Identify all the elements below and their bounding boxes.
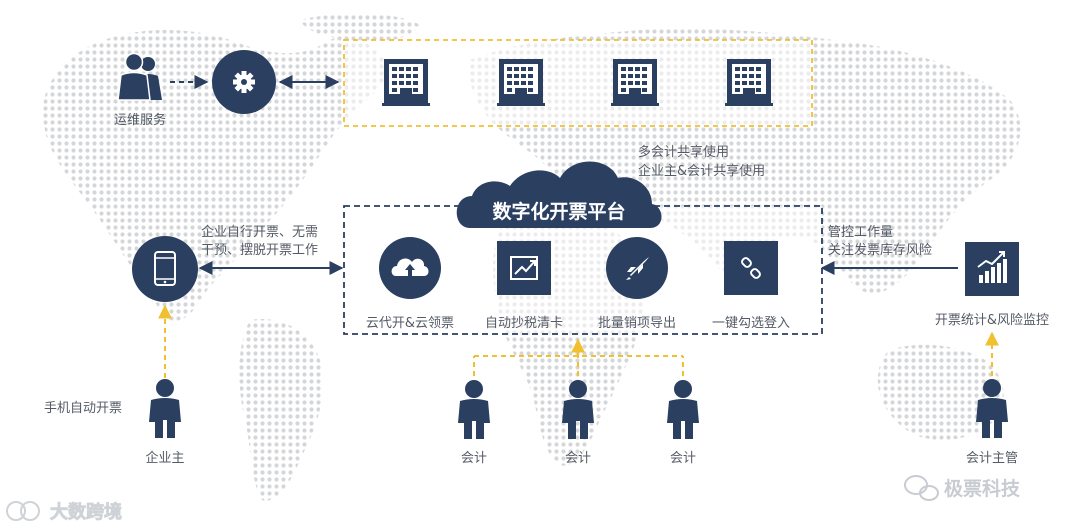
cloud-upload-icon <box>379 237 441 299</box>
right-note-line1: 管控工作量 <box>828 225 893 240</box>
rocket-icon <box>606 237 668 299</box>
left-note-line2: 干预、摆脱开票工作 <box>201 243 318 258</box>
building-icon <box>497 59 545 106</box>
building-icon <box>725 59 773 106</box>
auto-invoice-label: 手机自动开票 <box>44 401 122 416</box>
shared-note-line1: 多会计共享使用 <box>638 144 729 160</box>
left-watermark: 大数跨境 <box>6 501 122 523</box>
shared-note-line2: 企业主&会计共享使用 <box>638 163 765 179</box>
accountant-label: 会计 <box>461 451 487 466</box>
platform-cloud <box>456 161 662 228</box>
platform-title: 数字化开票平台 <box>492 200 625 223</box>
trend-chart-icon <box>497 241 551 295</box>
owner-person-icon <box>149 379 181 438</box>
people-icon <box>117 52 162 101</box>
phone-icon <box>132 236 198 302</box>
owner-label: 企业主 <box>145 450 184 466</box>
bar-chart-icon <box>965 242 1019 296</box>
director-label: 会计主管 <box>966 451 1018 466</box>
left-note-line1: 企业自行开票、无需 <box>201 224 318 240</box>
right-brand: 极票科技 <box>944 477 1021 500</box>
building-icon <box>382 59 430 106</box>
link-icon <box>724 241 778 295</box>
feature-label: 自动抄税清卡 <box>485 316 563 331</box>
left-brand: 大数跨境 <box>50 501 122 523</box>
accountant-person-icon <box>667 380 699 439</box>
feature-label: 批量销项导出 <box>598 316 676 331</box>
feature-label: 一键勾选登入 <box>712 316 790 331</box>
chart-label: 开票统计&风险监控 <box>935 313 1049 328</box>
accountant-label: 会计 <box>565 451 591 466</box>
building-icon <box>611 59 659 106</box>
accountant-label: 会计 <box>670 451 696 466</box>
gear-icon <box>212 50 276 114</box>
right-note-line2: 关注发票库存风险 <box>828 242 932 258</box>
ops-label: 运维服务 <box>114 112 166 128</box>
right-watermark: 极票科技 <box>904 475 1021 501</box>
feature-label: 云代开&云领票 <box>366 316 454 331</box>
accountant-person-icon <box>458 380 490 439</box>
